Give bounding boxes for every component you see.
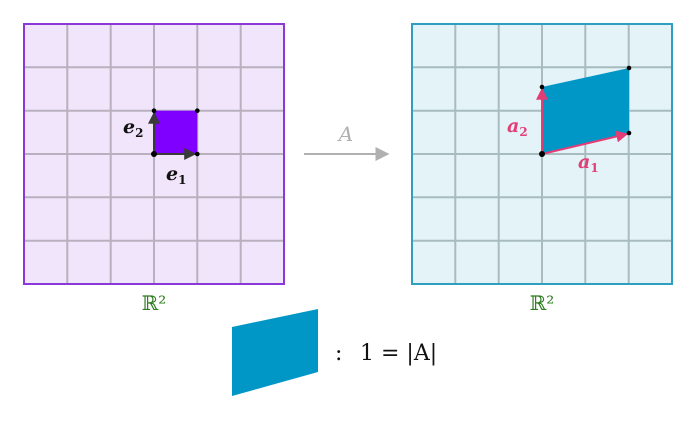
e1-label-base: e bbox=[166, 163, 178, 185]
a1-label-base: a bbox=[578, 151, 590, 173]
right-panel: a2 a1 ℝ² bbox=[411, 23, 673, 315]
a1a2-point bbox=[626, 65, 632, 71]
left-panel: e2 e1 ℝ² bbox=[23, 23, 285, 315]
e1-label-sub: 1 bbox=[178, 173, 186, 187]
map-arrow-group: A bbox=[304, 122, 390, 161]
a2-label-base: a bbox=[507, 115, 519, 137]
right-grid-border bbox=[411, 23, 673, 285]
a2-point bbox=[539, 84, 545, 90]
e2-label-base: e bbox=[123, 116, 135, 138]
legend-parallelogram-swatch bbox=[232, 309, 318, 396]
legend: : 1 = |A| bbox=[232, 309, 437, 396]
e1e2-point bbox=[195, 108, 200, 113]
a1-label: a1 bbox=[578, 151, 599, 175]
a2-label-sub: 2 bbox=[519, 125, 527, 139]
a1-arrow bbox=[541, 130, 629, 155]
transformed-parallelogram bbox=[542, 68, 629, 154]
map-label: A bbox=[337, 122, 353, 146]
right-space-label: ℝ² bbox=[530, 291, 555, 315]
e2-label-sub: 2 bbox=[135, 126, 143, 140]
e1-label: e1 bbox=[166, 163, 186, 187]
image-origin-point bbox=[539, 151, 545, 157]
left-grid-border bbox=[23, 23, 285, 285]
a1-point bbox=[626, 130, 632, 136]
unit-square bbox=[154, 110, 198, 154]
e1-point bbox=[195, 151, 200, 157]
a2-label: a2 bbox=[507, 115, 528, 139]
origin-point bbox=[151, 151, 157, 157]
a1-label-sub: 1 bbox=[590, 161, 598, 175]
e2-label: e2 bbox=[123, 116, 143, 140]
legend-colon: : bbox=[335, 341, 342, 366]
e2-point bbox=[151, 108, 157, 113]
legend-equation: 1 = |A| bbox=[360, 341, 437, 366]
left-space-label: ℝ² bbox=[142, 291, 167, 315]
